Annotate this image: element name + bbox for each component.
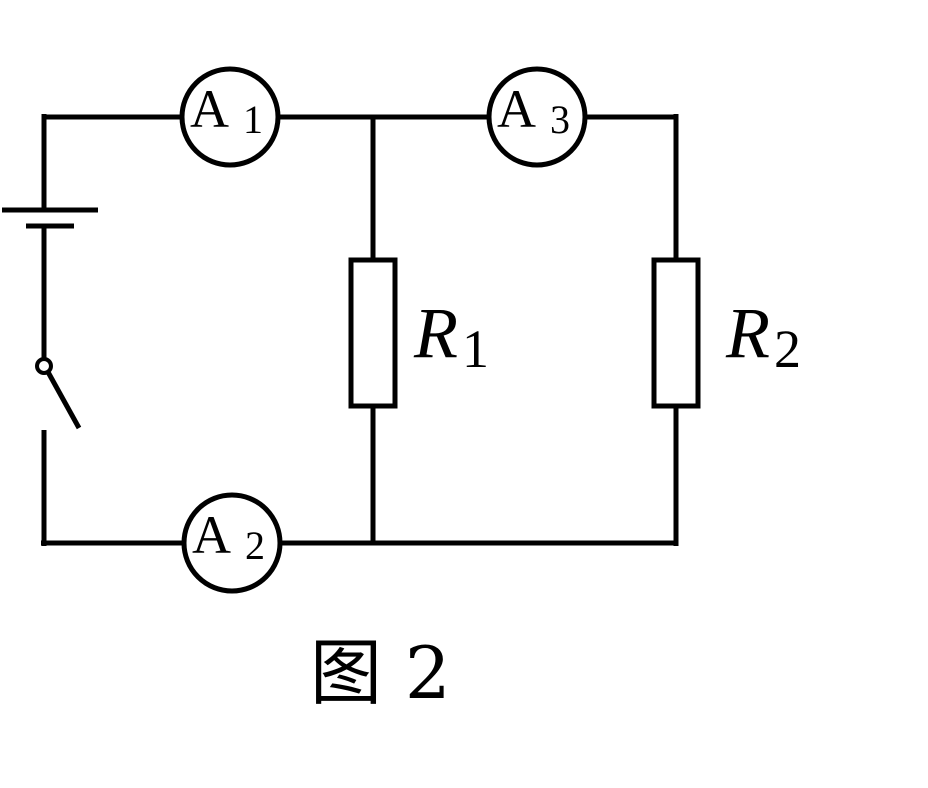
ammeter-a2-subscript: 2 [245, 523, 265, 568]
resistor-r2-letter: R [725, 293, 770, 373]
ammeter-a1-subscript: 1 [243, 97, 263, 142]
figure-caption: 图 2 [310, 631, 451, 715]
ammeter-a2-letter: A [192, 505, 231, 565]
resistor-r2-body [651, 257, 701, 409]
resistor-r2-subscript: 2 [774, 319, 801, 379]
ammeter-a3-subscript: 3 [550, 97, 570, 142]
wires [41, 114, 679, 546]
battery-symbol [2, 207, 98, 229]
ammeter-a1-circle [179, 66, 281, 168]
resistor-r1: R 1 [348, 257, 489, 409]
ammeter-a3: A 3 [486, 66, 588, 168]
ammeter-a2: A 2 [181, 492, 283, 594]
ammeter-a3-letter: A [497, 79, 536, 139]
switch-blade [45, 370, 82, 430]
ammeter-a3-circle [486, 66, 588, 168]
switch-symbol [35, 357, 82, 430]
ammeter-a1: A 1 [179, 66, 281, 168]
ammeter-a1-letter: A [190, 79, 229, 139]
resistor-r1-letter: R [413, 293, 458, 373]
switch-pivot [35, 357, 53, 375]
resistor-r2: R 2 [651, 257, 801, 409]
ammeter-a2-circle [181, 492, 283, 594]
resistor-r1-subscript: 1 [462, 319, 489, 379]
resistor-r1-body [348, 257, 398, 409]
